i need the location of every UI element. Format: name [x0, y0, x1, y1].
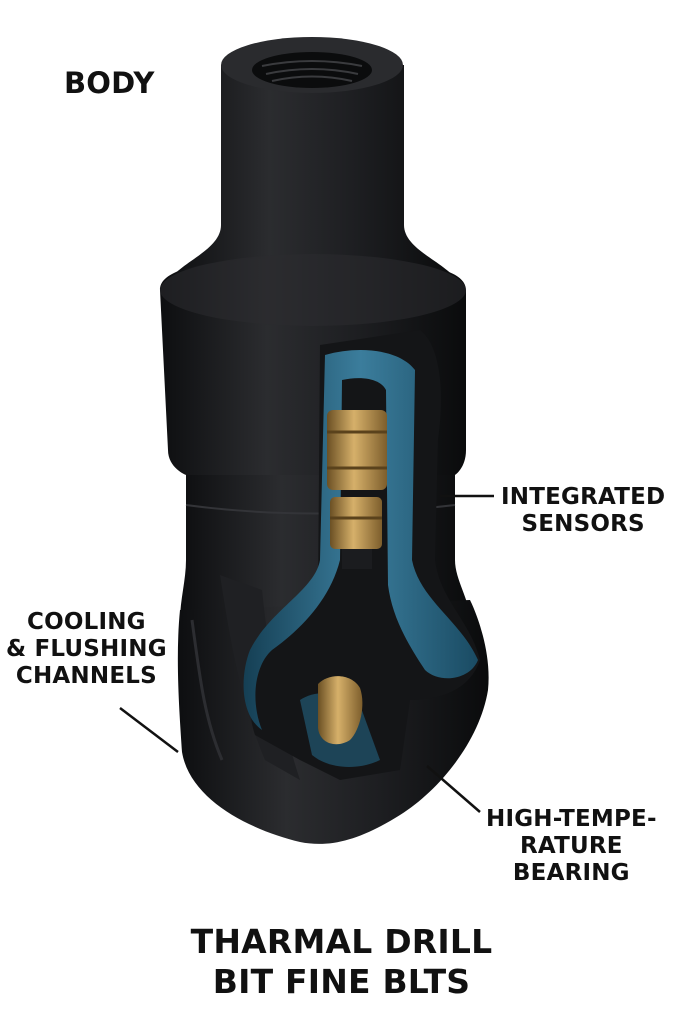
- bearing-leader-line: [426, 765, 481, 813]
- cutaway-interior: [243, 330, 480, 780]
- diagram-title: THARMAL DRILL BIT FINE BLTS: [190, 922, 493, 1002]
- label-body: BODY: [64, 66, 155, 100]
- label-bearing: HIGH-TEMPE- RATURE BEARING: [486, 806, 657, 887]
- cooling-flushing-channels: [243, 350, 478, 730]
- cooling-leader-line: [119, 707, 179, 753]
- label-integrated-sensors: INTEGRATED SENSORS: [501, 484, 666, 538]
- integrated-sensors: [327, 410, 387, 569]
- drill-neck: [168, 37, 458, 282]
- high-temperature-bearing: [318, 676, 363, 745]
- label-cooling-channels: COOLING & FLUSHING CHANNELS: [6, 609, 167, 690]
